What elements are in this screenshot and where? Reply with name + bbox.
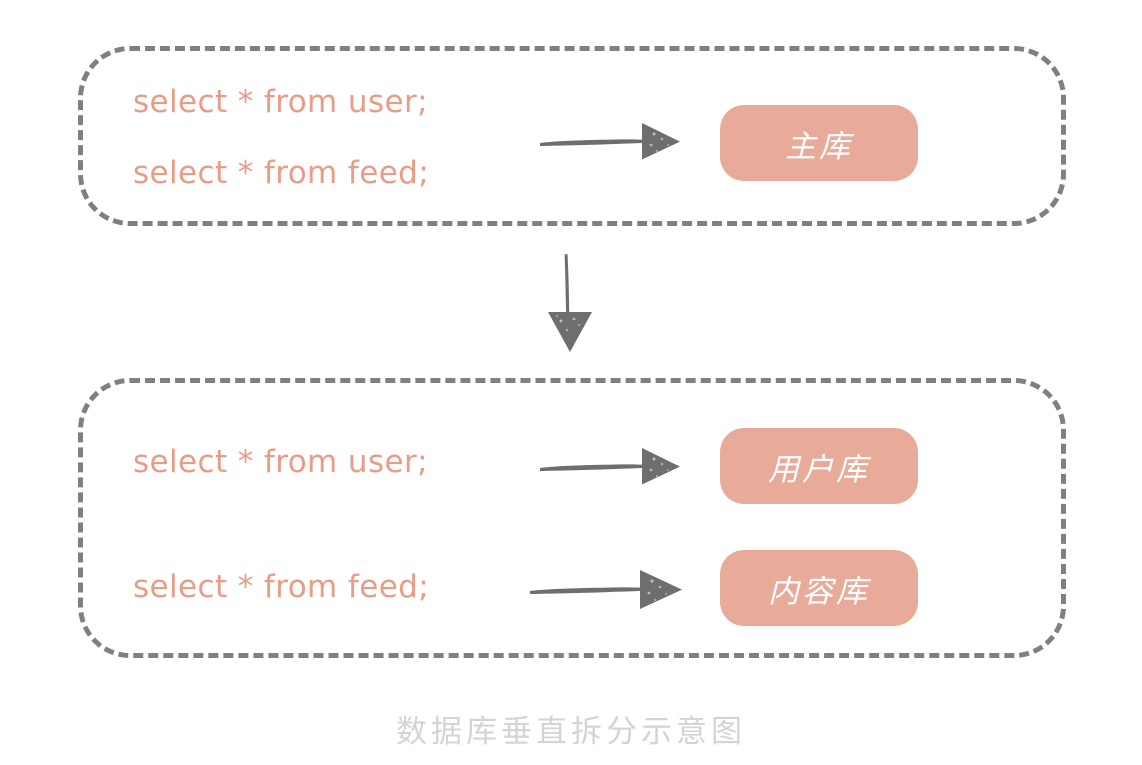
database-label-content: 内容库	[768, 573, 870, 610]
arrow-down-icon	[535, 252, 605, 358]
before-split-group	[78, 46, 1066, 226]
database-label-user: 用户库	[768, 451, 870, 488]
sql-statement-user-before: select * from user;	[133, 84, 428, 120]
database-label-main: 主库	[785, 128, 853, 165]
diagram-caption: 数据库垂直拆分示意图	[396, 714, 746, 750]
database-box-user: 用户库	[720, 428, 918, 504]
database-box-main: 主库	[720, 105, 918, 181]
after-split-group	[78, 378, 1066, 658]
sql-statement-feed-after: select * from feed;	[133, 569, 430, 605]
database-box-content: 内容库	[720, 550, 918, 626]
sql-statement-feed-before: select * from feed;	[133, 155, 430, 191]
sql-statement-user-after: select * from user;	[133, 444, 428, 480]
